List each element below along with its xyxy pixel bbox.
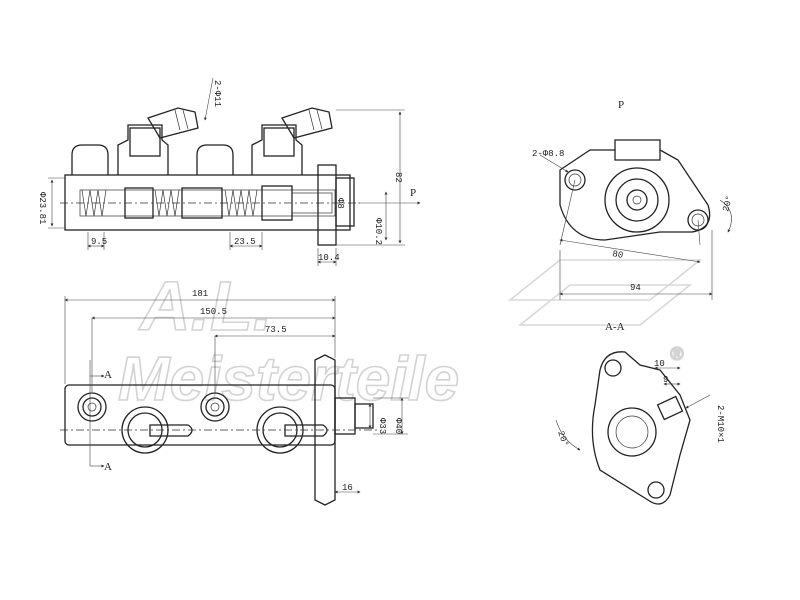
dim-overall-height: 82 <box>393 172 403 183</box>
end-view-title: P <box>618 99 624 111</box>
plan-dim-73: 73.5 <box>265 325 287 335</box>
section-bore <box>607 407 657 457</box>
plan-dim-overall: 181 <box>192 289 208 299</box>
boss-outer <box>604 167 670 233</box>
plan-dim-thk: 16 <box>342 483 353 493</box>
section-dim-9: 9 <box>663 375 668 385</box>
plan-view: 181 150.5 73.5 Φ33 Φ40 16 A A <box>60 289 408 506</box>
left-spring <box>81 189 107 217</box>
section-dim-thread: 2-M10×1 <box>715 405 725 443</box>
plan-dim-150: 150.5 <box>200 307 227 317</box>
plan-dim-flange: Φ40 <box>393 418 403 434</box>
plan-flange <box>314 354 336 506</box>
watermark: A.L. Meisterteile ® <box>117 259 703 415</box>
section-aa-outline <box>591 351 691 505</box>
outlet-port-1 <box>117 107 199 175</box>
watermark-line1: A.L. <box>138 267 272 345</box>
plan-port-1 <box>77 392 107 422</box>
end-view-p: P 2-Φ8.8 80 94 20° <box>532 99 735 300</box>
dim-spring-len: 23.5 <box>234 237 256 247</box>
end-dim-angle: 20° <box>721 195 735 213</box>
section-aa-title: A-A <box>605 321 625 333</box>
mid-spring <box>154 189 180 217</box>
section-mark-bottom: A <box>104 461 112 473</box>
dim-inner: Φ8 <box>335 198 345 209</box>
section-hole-top <box>604 359 622 377</box>
boss <box>335 177 355 227</box>
watermark-line2: Meisterteile <box>118 345 459 414</box>
body-outline <box>64 174 351 231</box>
end-dim-spacing: 80 <box>611 249 623 261</box>
dim-port-thread: 2-Φ11 <box>212 80 222 107</box>
section-dim-angle: 20° <box>555 430 570 449</box>
boss-inner <box>626 189 648 211</box>
end-dim-holes: 2-Φ8.8 <box>532 149 564 159</box>
end-flange-outline <box>559 139 711 241</box>
top-section-view: 2-Φ11 Φ23.81 9.5 23.5 10.4 82 Φ10.2 Φ8 P <box>37 77 421 266</box>
section-dim-10: 10 <box>654 359 665 369</box>
dim-bore: Φ23.81 <box>37 192 47 224</box>
label-p-arrow: P <box>410 187 416 199</box>
section-port <box>656 395 684 421</box>
section-hole-bottom <box>647 481 665 499</box>
end-dim-width: 94 <box>630 283 641 293</box>
plan-dim-boss: Φ33 <box>377 418 387 434</box>
plan-port-3 <box>200 392 230 422</box>
reservoir-bosses <box>71 144 234 175</box>
mount-hole-left <box>564 169 586 191</box>
dim-left-offset: 9.5 <box>91 237 107 247</box>
watermark-registered: ® <box>670 344 684 364</box>
section-aa-view: A-A 10 9 2-M10×1 20° <box>555 321 725 505</box>
section-mark-top: A <box>104 369 112 381</box>
dim-flange-offset: 10.4 <box>318 253 340 263</box>
watermark-stripes <box>507 259 703 326</box>
boss-mid <box>615 178 659 222</box>
mount-hole-right <box>687 209 709 231</box>
outlet-port-2 <box>251 107 333 175</box>
mount-flange <box>317 164 337 246</box>
right-spring <box>224 189 258 217</box>
plan-boss-tip <box>354 403 374 429</box>
dim-pushrod: Φ10.2 <box>373 218 383 245</box>
